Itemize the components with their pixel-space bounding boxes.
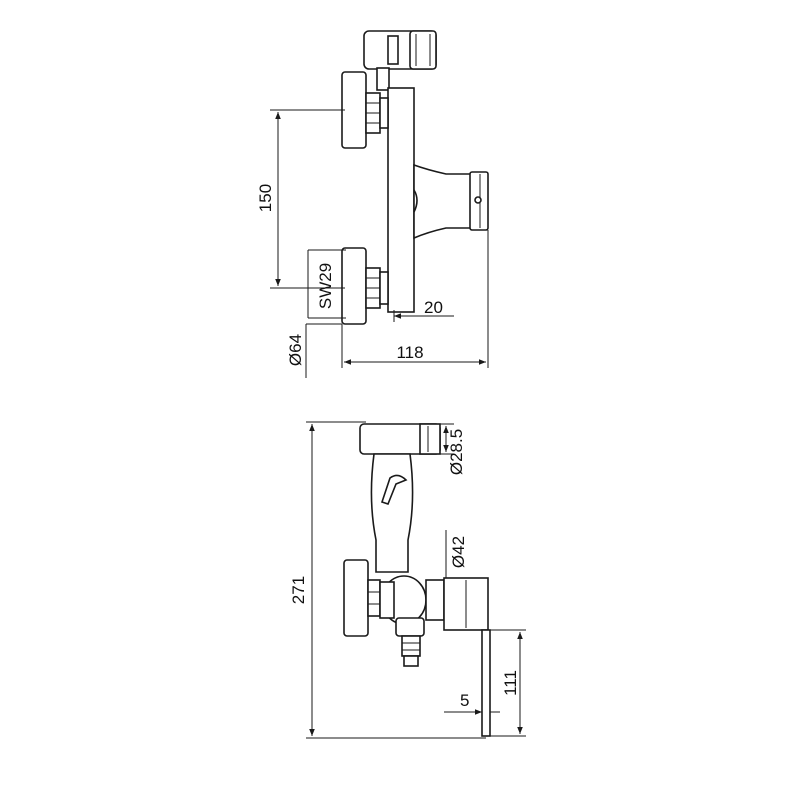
dim-20-label: 20 [424, 298, 443, 317]
lower-connector [379, 271, 389, 305]
top-view: 150 SW29 Ø64 20 118 [256, 30, 489, 378]
top-handle-cap [409, 30, 437, 70]
dim-118-label: 118 [396, 343, 423, 362]
upper-connector [379, 97, 389, 129]
top-handle-ring [387, 35, 399, 65]
wall-nut [367, 579, 381, 617]
dim-sw29-label: SW29 [316, 263, 335, 309]
dim-d28-label: Ø28.5 [447, 429, 466, 475]
handset-nozzle [419, 423, 441, 455]
hose-connector [395, 617, 425, 637]
dim-d28: Ø28.5 [440, 423, 466, 475]
hose-nut [401, 635, 421, 657]
dim-d64: Ø64 [286, 323, 342, 378]
trigger-lever [380, 474, 408, 505]
bottom-view: Ø28.5 Ø42 271 111 5 [289, 421, 526, 739]
outlet-pipe [481, 629, 491, 737]
lower-flange [341, 247, 367, 325]
hose-end [403, 655, 419, 667]
dim-5: 5 [444, 691, 500, 715]
dim-271-label: 271 [289, 576, 308, 604]
hose-stub [376, 67, 390, 91]
dim-d42: Ø42 [445, 530, 470, 579]
dim-150: 150 [256, 109, 345, 289]
valve-nut [379, 581, 395, 619]
mixer-body [387, 87, 415, 313]
handset-grip [370, 453, 414, 573]
knob-indicator [474, 196, 482, 204]
dim-sw29: SW29 [307, 249, 346, 319]
valve-collar [425, 579, 445, 621]
dim-5-label: 5 [460, 691, 469, 710]
dim-150-label: 150 [256, 184, 275, 212]
dim-271: 271 [289, 421, 486, 739]
dim-20: 20 [393, 298, 454, 322]
dim-d64-label: Ø64 [286, 334, 305, 366]
dim-111: 111 [490, 629, 526, 737]
upper-flange [341, 71, 367, 149]
dim-d42-label: Ø42 [449, 536, 468, 568]
cartridge-housing [413, 163, 473, 240]
wall-flange [343, 559, 369, 637]
dim-111-label: 111 [501, 670, 520, 696]
dim-118: 118 [341, 230, 489, 368]
